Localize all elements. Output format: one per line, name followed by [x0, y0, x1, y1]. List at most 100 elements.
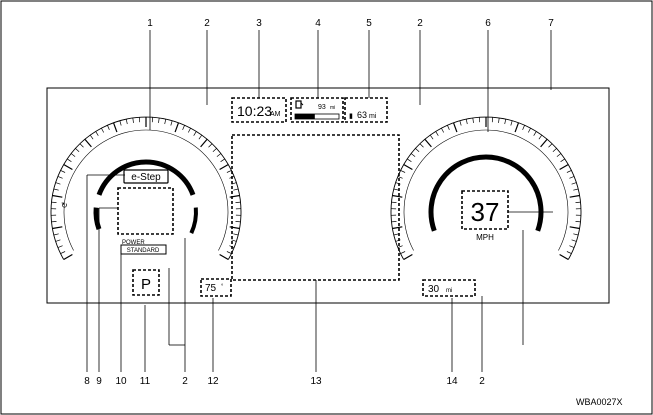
right-ring-tick [403, 253, 413, 261]
right-ring-tick [397, 176, 403, 179]
drive-mode-box [120, 244, 167, 255]
left-ring-tick [229, 194, 240, 198]
right-ring-tick [575, 221, 581, 223]
right-ring-tick [559, 253, 569, 261]
right-ring-tick [392, 194, 403, 198]
right-ring-tick [447, 125, 450, 130]
left-ring-tick [219, 253, 229, 261]
callout-10: 10 [115, 376, 127, 387]
right-ring-tick [429, 134, 434, 140]
right-ring-tick [566, 251, 572, 254]
right-ring-tick [452, 122, 458, 133]
callout-2-top-right: 2 [417, 18, 423, 29]
right-ring-tick [522, 125, 525, 130]
panel-outline [46, 87, 610, 304]
speedometer: 37 MPH [461, 190, 509, 242]
left-ring-tick [219, 163, 229, 171]
left-regen-arc [93, 207, 102, 230]
right-ring-tick [407, 158, 412, 162]
clock-time: 10:23 [237, 103, 272, 119]
right-ring-tick [410, 153, 416, 157]
left-power-arc-end [189, 207, 198, 234]
right-ring-tick [569, 194, 580, 198]
left-ring-tick [75, 148, 80, 153]
callout-1: 1 [147, 18, 153, 29]
left-ring-tick [55, 182, 61, 185]
left-ring-tick [226, 251, 232, 254]
temperature-value: 75 [205, 283, 217, 294]
right-ring-inner [403, 129, 569, 251]
left-ring-tick [125, 119, 128, 125]
trip-distance-unit: mi [446, 288, 452, 294]
left-ring-tick [57, 245, 63, 248]
right-ring-tick [400, 170, 406, 173]
left-ring-tick [84, 138, 92, 148]
left-ring-tick [212, 148, 217, 153]
power-label: POWER [122, 240, 145, 246]
left-ring-tick [55, 239, 61, 242]
left-ring-tick [89, 134, 94, 140]
fuel-display: 93 mi [290, 97, 344, 123]
left-ring-inner [63, 129, 229, 251]
fuel-range-unit: mi [330, 105, 335, 111]
left-gauge: e-Step POWER STANDARD ↻ [61, 169, 174, 255]
left-ring-tick [101, 127, 105, 133]
fuel-pump-icon [295, 100, 304, 109]
drive-mode-label: STANDARD [127, 248, 160, 254]
left-ring-tick [51, 221, 57, 223]
left-ring-tick [63, 253, 73, 261]
right-ring-tick [569, 245, 575, 248]
left-ring-tick [231, 239, 237, 242]
left-ring-tick [53, 188, 59, 191]
trip-distance-display: 30 mi [422, 279, 476, 297]
left-ring-tick [107, 125, 110, 130]
center-information-display [231, 134, 400, 281]
odometer-display: ▮ 63 mi [344, 97, 388, 123]
left-ring-tick [52, 226, 63, 230]
right-ring-tick [556, 153, 562, 157]
right-ring-tick [391, 221, 397, 223]
callout-11: 11 [140, 376, 151, 387]
right-ring-tick [566, 170, 572, 173]
left-ring-tick [95, 131, 99, 136]
right-ring-tick [514, 122, 520, 133]
right-ring-tick [571, 182, 577, 185]
right-ring-tick [392, 226, 403, 230]
callout-4: 4 [315, 18, 321, 29]
callout-2-bottom-right: 2 [479, 376, 485, 387]
callout-8: 8 [84, 376, 90, 387]
right-ring-tick [424, 138, 432, 148]
left-ring-tick [57, 176, 63, 179]
left-ring-tick [193, 131, 197, 136]
left-ring-tick [70, 153, 76, 157]
fuel-bar-fill [295, 114, 315, 119]
left-gauge-tick-ring [50, 116, 242, 261]
figure-code: WBA0027X [576, 397, 623, 407]
left-ring-tick [233, 233, 239, 236]
right-ring-tick [391, 201, 397, 203]
right-ring-tick [498, 117, 500, 123]
odometer-value: 63 [357, 110, 367, 120]
right-ring-tick [569, 226, 580, 230]
left-ring-tick [208, 143, 213, 148]
right-ring-tick [393, 188, 399, 191]
right-ring-tick [560, 158, 565, 162]
right-ring-tick [575, 201, 581, 203]
left-ring-tick [60, 170, 66, 173]
left-ring-tick [53, 233, 59, 236]
right-ring-tick [415, 148, 420, 153]
right-ring-tick [393, 233, 399, 236]
callout-12: 12 [207, 376, 219, 387]
callout-9: 9 [96, 376, 102, 387]
left-ring-tick [182, 125, 185, 130]
callout-6: 6 [485, 18, 491, 29]
left-ring-tick [229, 226, 240, 230]
speed-value: 37 [471, 197, 500, 227]
left-ring-tick [132, 117, 134, 123]
right-ring-tick [538, 134, 543, 140]
estep-label: e-Step [131, 172, 161, 183]
callout-7: 7 [548, 18, 554, 29]
right-ring-tick [540, 138, 548, 148]
